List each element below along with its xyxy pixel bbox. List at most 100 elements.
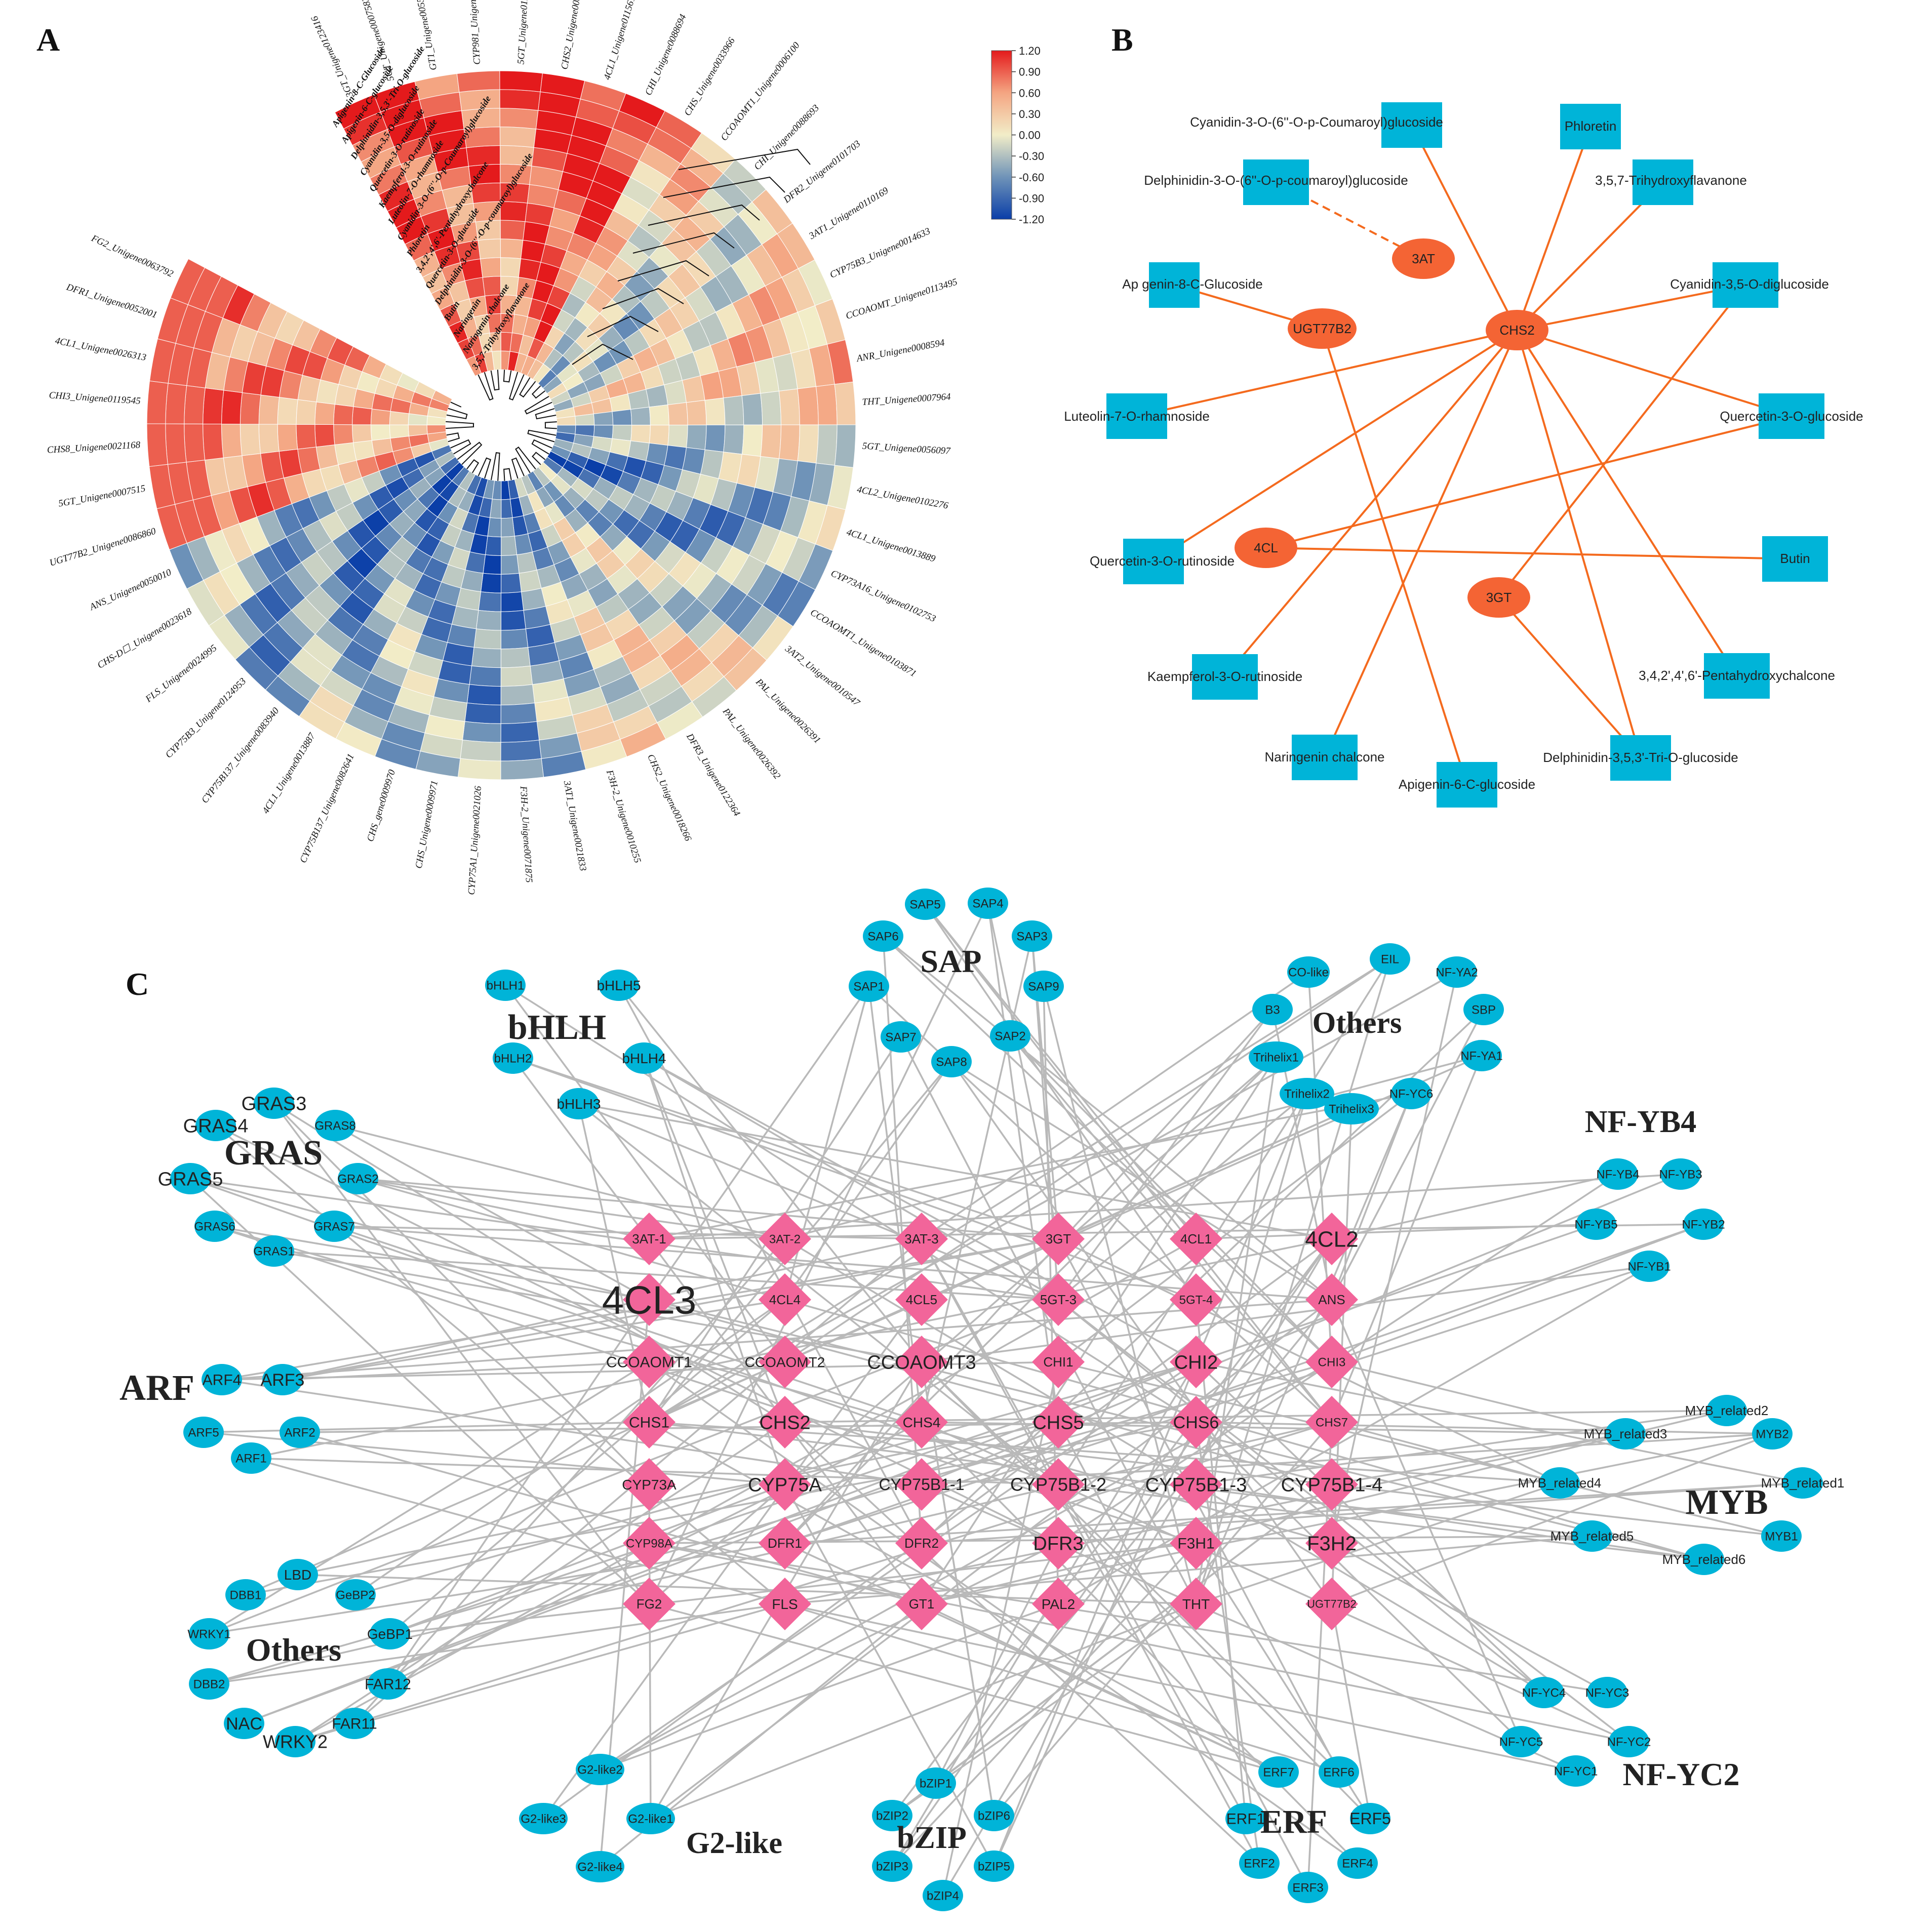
gene-node (1170, 1578, 1222, 1630)
gene-label: CCOAOMT_Unigene0113495 (845, 276, 959, 321)
group-label: GRAS (224, 1134, 323, 1173)
tf-node (1239, 1847, 1280, 1879)
heatmap-cell (352, 406, 373, 425)
colorbar-tick-label: -0.90 (1019, 192, 1044, 205)
gene-label: CHS5 (1032, 1412, 1084, 1433)
tf-node (1461, 1040, 1502, 1071)
tf-label: GeBP2 (336, 1588, 375, 1602)
network-c-edge (935, 1543, 1059, 1784)
network-c-edge (1057, 1422, 1309, 1888)
gene-node (1032, 1458, 1085, 1511)
heatmap-cell (500, 238, 524, 259)
tf-label: ERF4 (1342, 1857, 1373, 1870)
network-c-edge (921, 936, 1033, 1423)
network-c-edge (935, 1299, 1333, 1784)
tf-node (195, 1110, 236, 1141)
gene-node (895, 1213, 948, 1265)
heatmap-cell (500, 721, 540, 743)
heatmap-cell (834, 381, 856, 425)
metabolite-node (1633, 159, 1693, 205)
metabolite-node (1243, 159, 1309, 205)
tf-label: bHLH1 (487, 979, 525, 992)
tf-label: NF-YB3 (1659, 1168, 1702, 1181)
tf-label: G2-like4 (577, 1860, 622, 1874)
network-c-edge (214, 1225, 1332, 1544)
dendrogram-branch (508, 372, 525, 401)
gene-node (623, 1396, 675, 1448)
tf-node (916, 1767, 956, 1799)
network-c-edge (1331, 1223, 1704, 1363)
network-c-edge (578, 1103, 1332, 1240)
gene-node (759, 1578, 811, 1630)
heatmap-cell (389, 424, 410, 439)
network-c-edge (295, 1421, 1332, 1743)
tf-node (1609, 1726, 1649, 1757)
gene-label: CHS_Unigene0033966 (682, 35, 737, 117)
network-c-edge (542, 1299, 923, 1820)
heatmap-cell (170, 258, 206, 305)
metabolite-label: Luteolin-7-O-rhamnoside (1064, 409, 1210, 424)
network-c-edge (891, 1238, 1333, 1867)
tf-node (1012, 920, 1052, 952)
network-c-edge (921, 1238, 1247, 1819)
tf-node (1660, 1158, 1701, 1190)
network-b-edges (1136, 125, 1796, 785)
gene-node (1032, 1517, 1085, 1569)
network-c-edge (357, 1178, 785, 1240)
metabolite-label: Delphinidin-3-O-(6''-O-p-coumaroyl)gluco… (1144, 173, 1408, 188)
tf-node (1572, 1520, 1612, 1552)
hub-gene-node (1288, 308, 1357, 349)
network-b-edge (1265, 547, 1796, 560)
network-c-edge (357, 1178, 785, 1301)
heatmap-cell (501, 554, 520, 575)
dendrogram-branch (511, 457, 525, 479)
group-label: SAP (921, 943, 982, 979)
heatmap-cell (778, 388, 800, 425)
tf-label: NF-YB1 (1627, 1260, 1671, 1273)
heatmap-cell (723, 395, 744, 425)
tf-label: NF-YA1 (1460, 1049, 1503, 1063)
network-c-edge (644, 1057, 1197, 1363)
network-c-edge (921, 1603, 1279, 1773)
heatmap-cell (500, 628, 529, 650)
tf-label: NF-YC4 (1522, 1686, 1566, 1700)
tf-node (334, 1708, 375, 1739)
tf-node (1288, 1872, 1328, 1903)
tf-node (626, 1803, 675, 1834)
gene-node (759, 1517, 811, 1569)
tf-label: G2-like1 (628, 1812, 673, 1826)
heatmap-cell (408, 424, 428, 436)
dendrogram-branch (531, 439, 552, 455)
network-c-edge (1057, 1093, 1308, 1301)
network-c-edge (784, 1299, 1704, 1560)
network-c-edge (951, 1061, 1332, 1301)
network-b-edge (1321, 328, 1468, 785)
gene-label: F3H2 (1307, 1533, 1357, 1555)
group-label: ARF (120, 1367, 194, 1408)
tf-node (280, 1417, 320, 1448)
gene-node (1305, 1517, 1358, 1569)
tf-node (1350, 1803, 1390, 1834)
tf-label: DBB2 (193, 1677, 225, 1691)
network-c-edge (578, 1103, 1059, 1301)
group-label: ERF (1260, 1803, 1327, 1840)
heatmap-cell (475, 610, 501, 631)
metabolite-node (1759, 393, 1824, 439)
metabolite-node (1123, 539, 1184, 584)
tf-label: NAC (226, 1714, 262, 1734)
gene-node (1032, 1578, 1085, 1630)
gene-node (895, 1336, 948, 1388)
tf-label: NF-YA2 (1436, 965, 1478, 979)
gene-label: CHI2 (1174, 1352, 1218, 1373)
group-label: bZIP (897, 1821, 967, 1855)
gene-label: F3H1 (1177, 1536, 1214, 1552)
network-c-edge (649, 958, 1390, 1423)
tf-node (881, 1021, 921, 1053)
gene-label: 3GT_Unigene0123416 (309, 14, 355, 100)
network-c-edge (600, 1361, 1197, 1770)
tf-label: ERF3 (1292, 1881, 1323, 1895)
group-label: NF-YB4 (1585, 1105, 1696, 1139)
